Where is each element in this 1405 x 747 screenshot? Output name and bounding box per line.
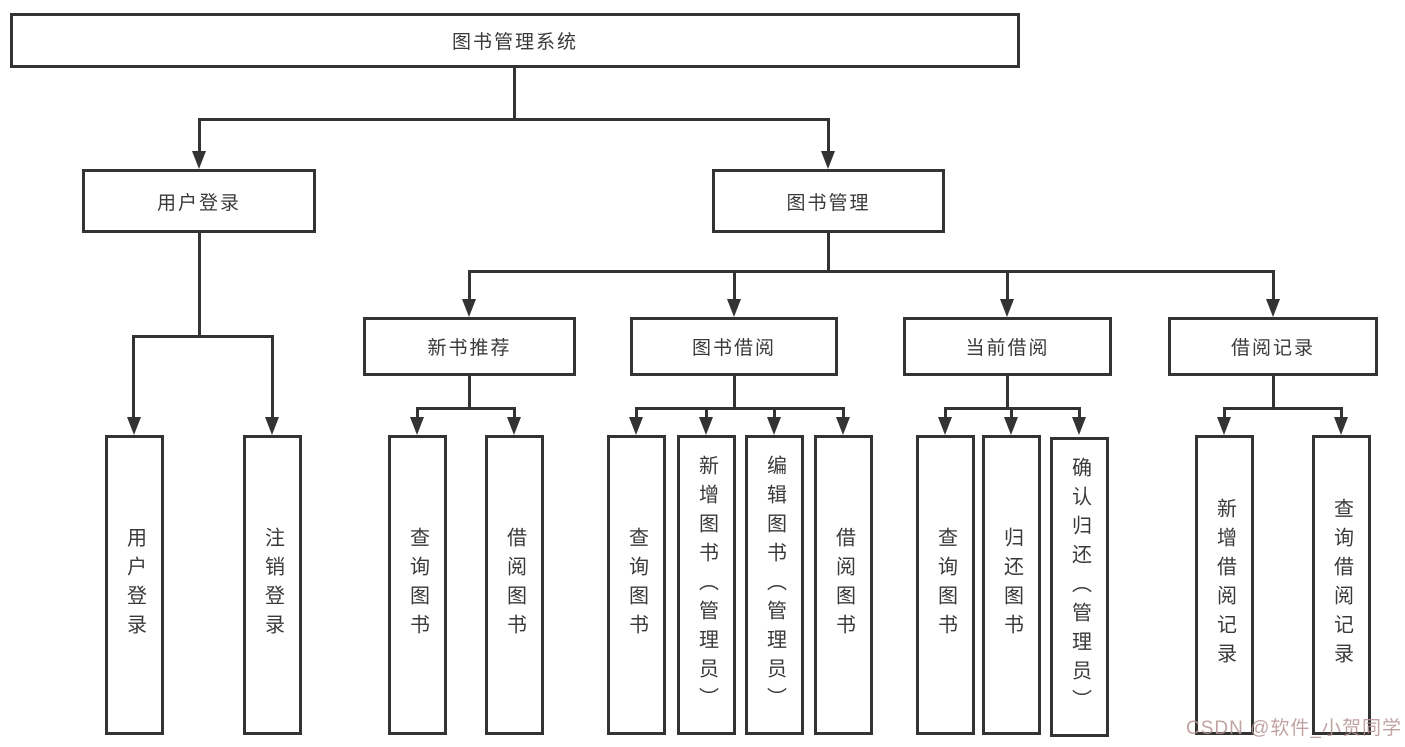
node-user-login: 用户登录 xyxy=(82,169,316,233)
connector-line xyxy=(705,407,708,417)
connector-line xyxy=(1223,407,1226,417)
arrow-down-icon xyxy=(507,417,521,435)
node-new-book-recommend: 新书推荐 xyxy=(363,317,576,376)
leaf-query-books-2: 查询图书 xyxy=(607,435,666,735)
leaf-add-borrow-record-label: 新增借阅记录 xyxy=(1213,498,1236,672)
connector-line xyxy=(1006,270,1009,299)
node-new-book-recommend-label: 新书推荐 xyxy=(427,338,512,359)
leaf-query-books-1: 查询图书 xyxy=(388,435,447,735)
connector-line xyxy=(827,118,830,152)
connector-line xyxy=(1272,376,1275,407)
leaf-query-borrow-record: 查询借阅记录 xyxy=(1312,435,1371,735)
connector-line xyxy=(468,270,1275,273)
connector-line xyxy=(1010,407,1013,417)
node-user-login-label: 用户登录 xyxy=(156,192,241,214)
arrow-down-icon xyxy=(127,417,141,435)
arrow-down-icon xyxy=(410,417,424,435)
connector-line xyxy=(132,335,135,417)
connector-line xyxy=(773,407,776,417)
connector-line xyxy=(635,407,845,410)
arrow-down-icon xyxy=(1004,417,1018,435)
leaf-query-books-1-label: 查询图书 xyxy=(406,527,429,643)
arrow-down-icon xyxy=(1000,299,1014,317)
connector-line xyxy=(132,335,274,338)
leaf-add-book-admin-label: 新增图书（管理员） xyxy=(695,454,718,716)
leaf-query-books-3: 查询图书 xyxy=(916,435,975,735)
leaf-user-login: 用户登录 xyxy=(105,435,164,735)
arrow-down-icon xyxy=(629,417,643,435)
node-current-borrow: 当前借阅 xyxy=(903,317,1112,376)
leaf-borrow-books-1-label: 借阅图书 xyxy=(503,527,526,643)
arrow-down-icon xyxy=(1072,417,1086,435)
leaf-borrow-books-1: 借阅图书 xyxy=(485,435,544,735)
leaf-query-books-2-label: 查询图书 xyxy=(625,527,648,643)
arrow-down-icon xyxy=(192,151,206,169)
connector-line xyxy=(827,233,830,270)
node-current-borrow-label: 当前借阅 xyxy=(965,338,1050,359)
arrow-down-icon xyxy=(1217,417,1231,435)
arrow-down-icon xyxy=(821,151,835,169)
node-borrow-records-label: 借阅记录 xyxy=(1230,338,1315,359)
arrow-down-icon xyxy=(767,417,781,435)
leaf-return-books: 归还图书 xyxy=(982,435,1041,735)
connector-line xyxy=(944,407,947,417)
connector-line xyxy=(198,118,201,152)
leaf-add-borrow-record: 新增借阅记录 xyxy=(1195,435,1254,735)
connector-line xyxy=(733,376,736,407)
leaf-edit-book-admin-label: 编辑图书（管理员） xyxy=(763,454,786,716)
leaf-logout: 注销登录 xyxy=(243,435,302,735)
arrow-down-icon xyxy=(727,299,741,317)
arrow-down-icon xyxy=(1266,299,1280,317)
connector-line xyxy=(468,376,471,407)
leaf-borrow-books-2-label: 借阅图书 xyxy=(832,527,855,643)
connector-line xyxy=(198,233,201,335)
connector-line xyxy=(271,335,274,417)
connector-line xyxy=(468,270,471,299)
leaf-return-books-label: 归还图书 xyxy=(1000,527,1023,643)
leaf-add-book-admin: 新增图书（管理员） xyxy=(677,435,736,735)
arrow-down-icon xyxy=(836,417,850,435)
connector-line xyxy=(1078,407,1081,417)
leaf-confirm-return-admin-label: 确认归还（管理员） xyxy=(1068,456,1091,718)
connector-line xyxy=(1272,270,1275,299)
leaf-query-borrow-record-label: 查询借阅记录 xyxy=(1330,498,1353,672)
connector-line xyxy=(733,270,736,299)
connector-line xyxy=(1223,407,1343,410)
connector-line xyxy=(842,407,845,417)
leaf-logout-label: 注销登录 xyxy=(261,527,284,643)
node-borrow-records: 借阅记录 xyxy=(1168,317,1378,376)
leaf-confirm-return-admin: 确认归还（管理员） xyxy=(1050,437,1109,737)
connector-line xyxy=(198,118,830,121)
csdn-watermark: CSDN @软件_小贺同学 xyxy=(1186,718,1402,739)
connector-line xyxy=(1340,407,1343,417)
arrow-down-icon xyxy=(938,417,952,435)
node-root-label: 图书管理系统 xyxy=(451,32,578,53)
arrow-down-icon xyxy=(1334,417,1348,435)
arrow-down-icon xyxy=(265,417,279,435)
connector-line xyxy=(513,407,516,417)
connector-line xyxy=(1006,376,1009,407)
arrow-down-icon xyxy=(462,299,476,317)
leaf-query-books-3-label: 查询图书 xyxy=(934,527,957,643)
node-book-management-label: 图书管理 xyxy=(786,192,871,214)
node-book-borrow-label: 图书借阅 xyxy=(691,338,776,359)
connector-line xyxy=(513,68,516,118)
node-book-management: 图书管理 xyxy=(712,169,945,233)
arrow-down-icon xyxy=(699,417,713,435)
node-book-borrow: 图书借阅 xyxy=(630,317,838,376)
node-root-system: 图书管理系统 xyxy=(10,13,1020,68)
connector-line xyxy=(416,407,419,417)
leaf-user-login-label: 用户登录 xyxy=(123,527,146,643)
leaf-edit-book-admin: 编辑图书（管理员） xyxy=(745,435,804,735)
connector-line xyxy=(635,407,638,417)
connector-line xyxy=(416,407,516,410)
leaf-borrow-books-2: 借阅图书 xyxy=(814,435,873,735)
